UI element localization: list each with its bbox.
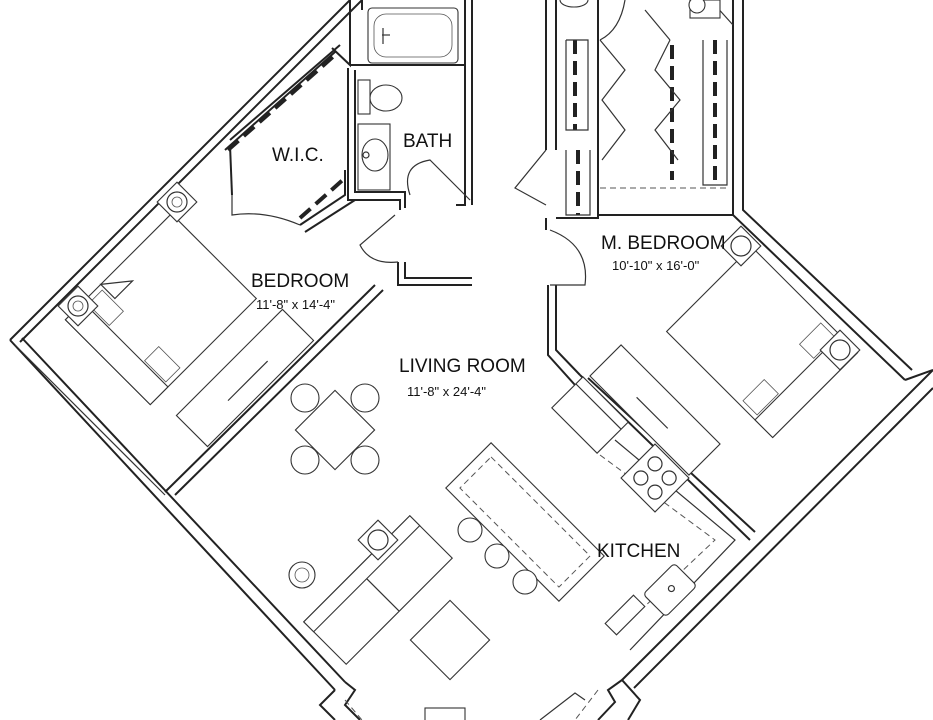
kitchen-label: KITCHEN	[597, 541, 680, 562]
doors	[231, 0, 734, 286]
interior-walls	[164, 0, 756, 541]
room-labels: W.I.C. BATH BEDROOM 11'-8" x 14'-4" M. B…	[251, 131, 726, 562]
wic-label: W.I.C.	[272, 145, 324, 166]
living-furniture	[288, 383, 599, 720]
master-bedroom-label: M. BEDROOM	[601, 233, 726, 254]
exterior-walls	[9, 0, 933, 720]
living-room-label: LIVING ROOM	[399, 356, 526, 377]
master-bedroom-dims: 10'-10" x 16'-0"	[612, 258, 700, 273]
closet-rods	[226, 39, 730, 220]
bedroom-dims: 11'-8" x 14'-4"	[256, 297, 335, 312]
master-bedroom-furniture	[589, 225, 861, 476]
living-room-dims: 11'-8" x 24'-4"	[407, 384, 486, 399]
bedroom-furniture	[57, 181, 315, 448]
bedroom-label: BEDROOM	[251, 271, 349, 292]
kitchen-fixtures	[445, 376, 736, 651]
bathroom-fixtures	[357, 0, 721, 191]
bath-label: BATH	[403, 131, 452, 152]
